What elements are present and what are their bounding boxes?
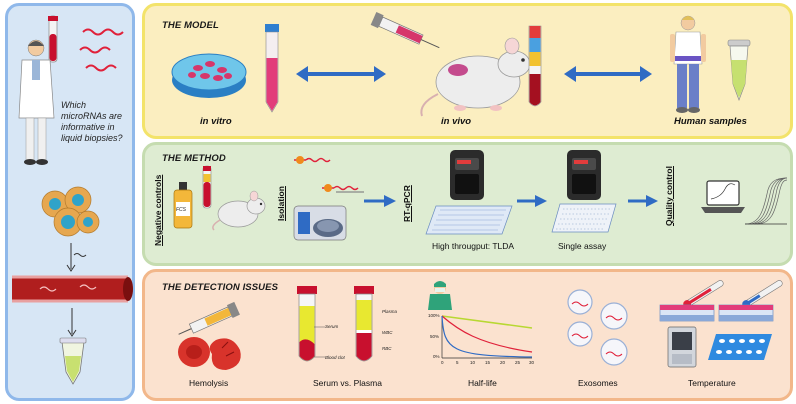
rbc-label: RBC [382,346,392,351]
mirna-strands-icon [79,28,124,72]
half-life-x-tick: 0 [441,360,444,365]
tlda-card-icon [425,205,513,235]
temperature-label: Temperature [688,378,736,388]
half-life-chart [441,315,533,359]
model-title: THE MODEL [162,20,219,31]
half-life-x-tick: 10 [470,360,476,365]
blood-tube-icon [202,165,212,209]
half-life-x-tick: 25 [515,360,521,365]
exosomes-icon [567,289,628,366]
sample-rack-icon [718,304,774,322]
blood-tube-icon [528,25,542,107]
single-assay-label: Single assay [558,241,607,251]
blue-arrow-icon [517,195,547,207]
half-life-y-tick: 100% [428,313,440,318]
half-life-x-tick: 15 [485,360,491,365]
isolation-instrument-icon [293,205,347,241]
release-arrow-icon [66,243,87,272]
half-life-y-tick: 0% [433,354,440,359]
surgeon-icon [428,281,452,310]
in-vitro-label: in vitro [200,116,232,127]
serum-label: Serum [325,324,339,329]
laptop-icon [701,180,745,213]
red-blood-cells-icon [178,337,241,370]
half-life-x-tick: 30 [529,360,535,365]
fcs-label: FCS [176,207,186,213]
serum-plasma-label: Serum vs. Plasma [313,378,382,388]
half-life-label: Half-life [468,378,497,388]
blue-arrow-icon [628,195,658,207]
mouse-icon [212,190,266,231]
issues-title: THE DETECTION ISSUES [162,282,279,293]
blood-clot-label: Blood clot [325,355,345,360]
falcon-tube-icon [265,24,279,113]
tumor-cells-icon [41,186,100,237]
blood-vessel-icon [12,275,133,303]
method-title: THE METHOD [162,153,226,164]
well-plate-icon [551,203,617,233]
mouse-icon [420,37,531,117]
in-vivo-label: in vivo [441,116,472,127]
human-samples-label: Human samples [674,116,747,127]
half-life-x-tick: 20 [500,360,506,365]
human-figure-icon [670,15,706,113]
high-throughput-label: High througput: TLDA [432,241,515,251]
qpcr-machine-icon [450,150,484,200]
leader-lines [314,326,325,358]
rtqpcr-label: RT-qPCR [402,185,412,222]
double-arrow-icon [564,66,652,82]
eppendorf-tube-icon [59,337,87,385]
exosomes-label: Exosomes [578,378,618,388]
plasma-tube-icon [354,286,374,362]
question-text: Which microRNAs are informative in liqui… [61,100,123,143]
fcs-bottle-icon [173,182,193,229]
sample-tube-icon [727,39,751,101]
down-arrow-icon [67,308,77,337]
double-arrow-icon [296,66,386,82]
half-life-y-tick: 50% [430,334,440,339]
plasma-label: Plasma [382,309,398,314]
mirna-probe-icon [294,156,364,193]
negative-controls-label: Negative controls [153,174,163,246]
hemolysis-syringe-icon [178,301,240,335]
amplification-curves-icon [744,177,788,225]
blood-tube-icon [48,15,58,63]
wbc-label: WBC [382,330,393,335]
quality-control-label: Quality control [664,166,674,226]
hemolysis-label: Hemolysis [189,378,229,388]
half-life-x-tick: 5 [456,360,459,365]
blue-arrow-icon [364,195,396,207]
ice-tray-icon [708,334,772,360]
scientist-icon [18,39,55,165]
sample-rack-icon [659,304,715,322]
isolation-label: Isolation [276,186,286,221]
serum-tube-icon [297,286,317,362]
qpcr-machine-icon [567,150,601,200]
freezer-icon [667,326,697,368]
syringe-icon [370,12,440,49]
petri-dish-icon [171,53,247,98]
